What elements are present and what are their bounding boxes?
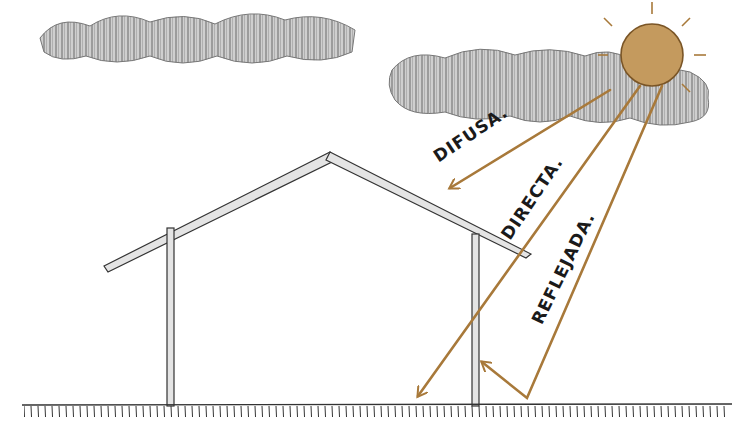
radiation-arrows [418,86,662,398]
radiation-label: DIRECTA. [497,153,567,244]
sun [598,2,706,92]
cloud [40,14,355,63]
ground-line [22,404,732,418]
house-section [104,152,531,406]
